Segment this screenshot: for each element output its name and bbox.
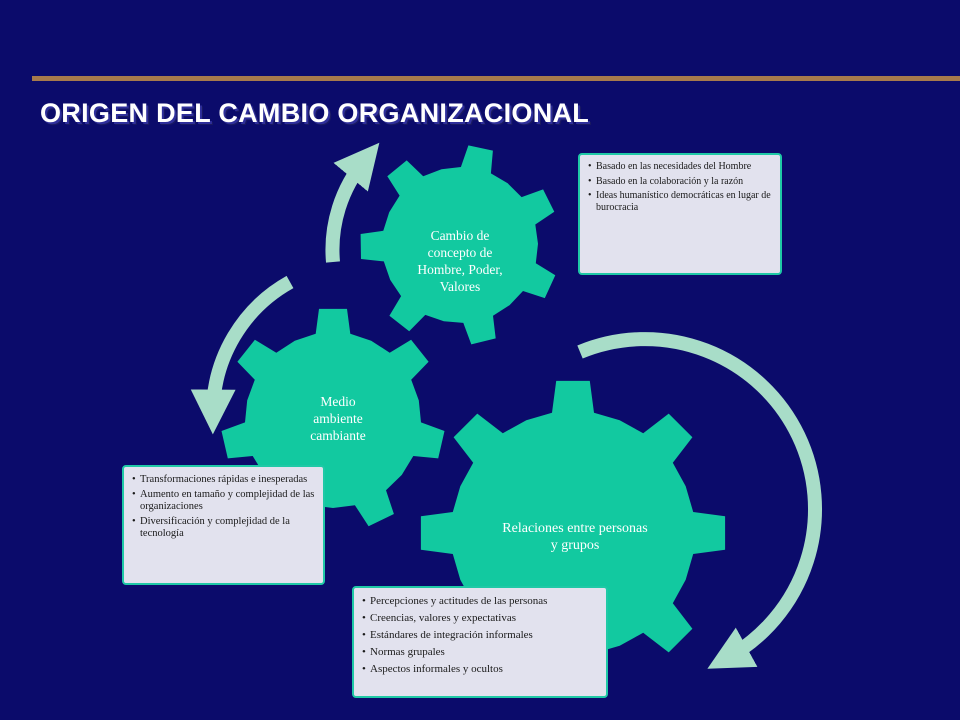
note-values-item: Basado en las necesidades del Hombre [588,161,774,173]
gear-environment-line: ambiente [313,411,363,426]
gear-environment-line: Medio [320,394,356,409]
note-values: Basado en las necesidades del Hombre Bas… [578,153,782,275]
note-relations-item: Normas grupales [362,646,600,659]
gear-relations-line: y grupos [550,538,600,553]
gear-values-line: Cambio de [430,228,490,243]
cycle-arrow-left [190,275,294,435]
cycle-arrow-right [577,332,823,669]
gear-values [360,145,556,345]
gear-relations-label: Relaciones entre personas y grupos [470,520,680,554]
note-environment-item: Diversificación y complejidad de la tecn… [132,516,317,540]
cycle-arrow-top [325,142,380,263]
note-environment: Transformaciones rápidas e inesperadas A… [122,465,325,585]
note-values-item: Basado en la colaboración y la razón [588,176,774,188]
top-divider-rule [32,76,960,81]
note-relations-item: Creencias, valores y expectativas [362,612,600,625]
note-environment-item: Transformaciones rápidas e inesperadas [132,474,317,486]
note-relations-item: Percepciones y actitudes de las personas [362,595,600,608]
gear-values-line: Hombre, Poder, [417,262,503,277]
note-relations-item: Aspectos informales y ocultos [362,663,600,676]
gear-values-line: Valores [439,279,481,294]
note-relations: Percepciones y actitudes de las personas… [352,586,608,698]
gear-environment-line: cambiante [310,428,366,443]
gear-relations-line: Relaciones entre personas [502,521,648,536]
page-title: ORIGEN DEL CAMBIO ORGANIZACIONAL [40,98,590,128]
note-environment-item: Aumento en tamaño y complejidad de las o… [132,489,317,513]
note-relations-item: Estándares de integración informales [362,629,600,642]
gear-values-line: concepto de [427,245,493,260]
gear-environment-label: Medio ambiente cambiante [278,393,398,444]
note-values-item: Ideas humanístico democráticas en lugar … [588,190,774,213]
gear-values-label: Cambio de concepto de Hombre, Poder, Val… [380,227,540,295]
